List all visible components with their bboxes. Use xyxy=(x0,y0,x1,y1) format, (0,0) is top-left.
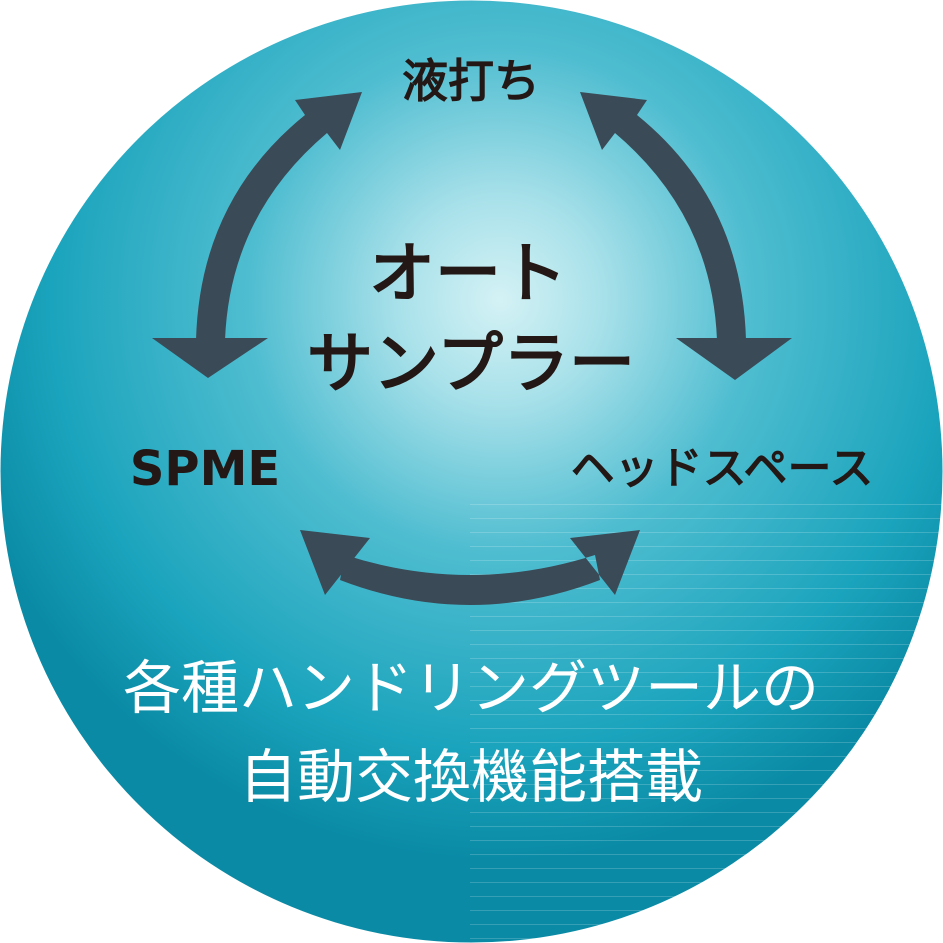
caption-line1: 各種ハンドリングツールの xyxy=(123,654,819,722)
center-title-line2: サンプラー xyxy=(307,325,635,402)
node-label-right: ヘッドスペース xyxy=(571,443,874,494)
arrow-group xyxy=(152,92,792,605)
double-arrow-bottom-icon xyxy=(300,530,640,605)
node-label-top: 液打ち xyxy=(402,54,540,108)
node-label-left: SPME xyxy=(130,441,280,497)
center-title-line1: オート xyxy=(369,235,567,312)
caption-line2: 自動交換機能搭載 xyxy=(239,743,703,811)
double-arrow-left-icon xyxy=(152,92,362,378)
double-arrow-right-icon xyxy=(580,92,792,380)
